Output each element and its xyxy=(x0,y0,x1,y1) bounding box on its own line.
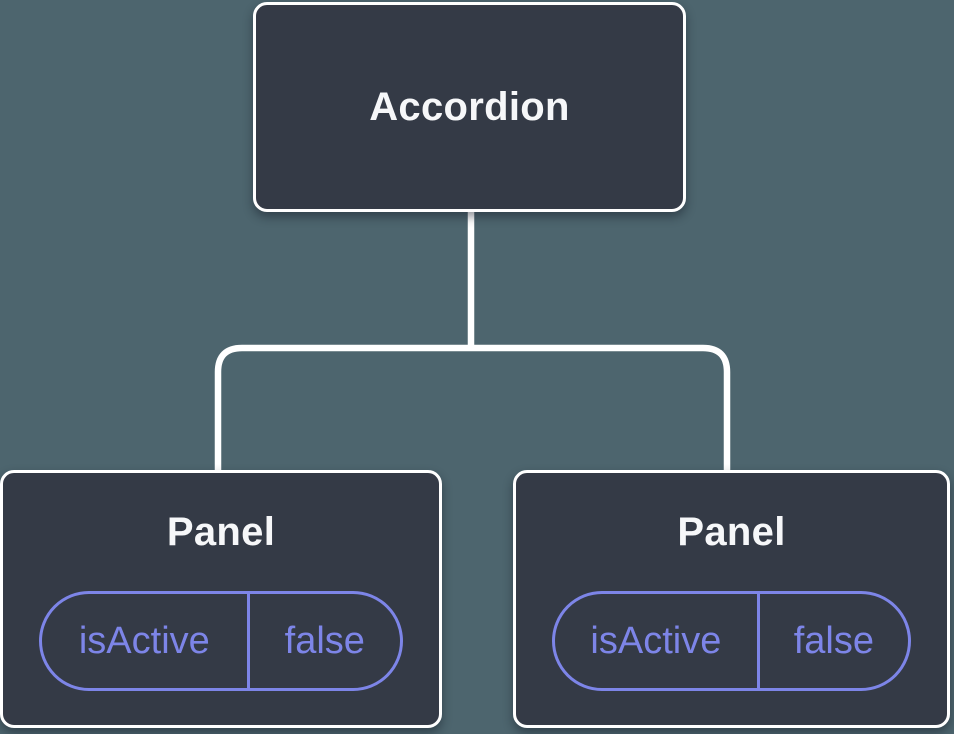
component-node-panel-1: Panel isActive false xyxy=(0,470,442,728)
state-name: isActive xyxy=(42,594,250,688)
component-node-panel-2: Panel isActive false xyxy=(513,470,950,728)
component-node-accordion: Accordion xyxy=(253,2,686,212)
component-label-panel-1: Panel xyxy=(166,509,276,554)
state-value: false xyxy=(284,619,365,662)
state-pill: isActive false xyxy=(39,591,403,691)
component-label-panel-2: Panel xyxy=(677,509,786,554)
state-pill: isActive false xyxy=(552,591,911,691)
state-name: isActive xyxy=(555,594,760,688)
component-label-accordion: Accordion xyxy=(369,84,570,129)
state-value: false xyxy=(793,619,874,662)
connector-children-branch xyxy=(214,344,731,474)
